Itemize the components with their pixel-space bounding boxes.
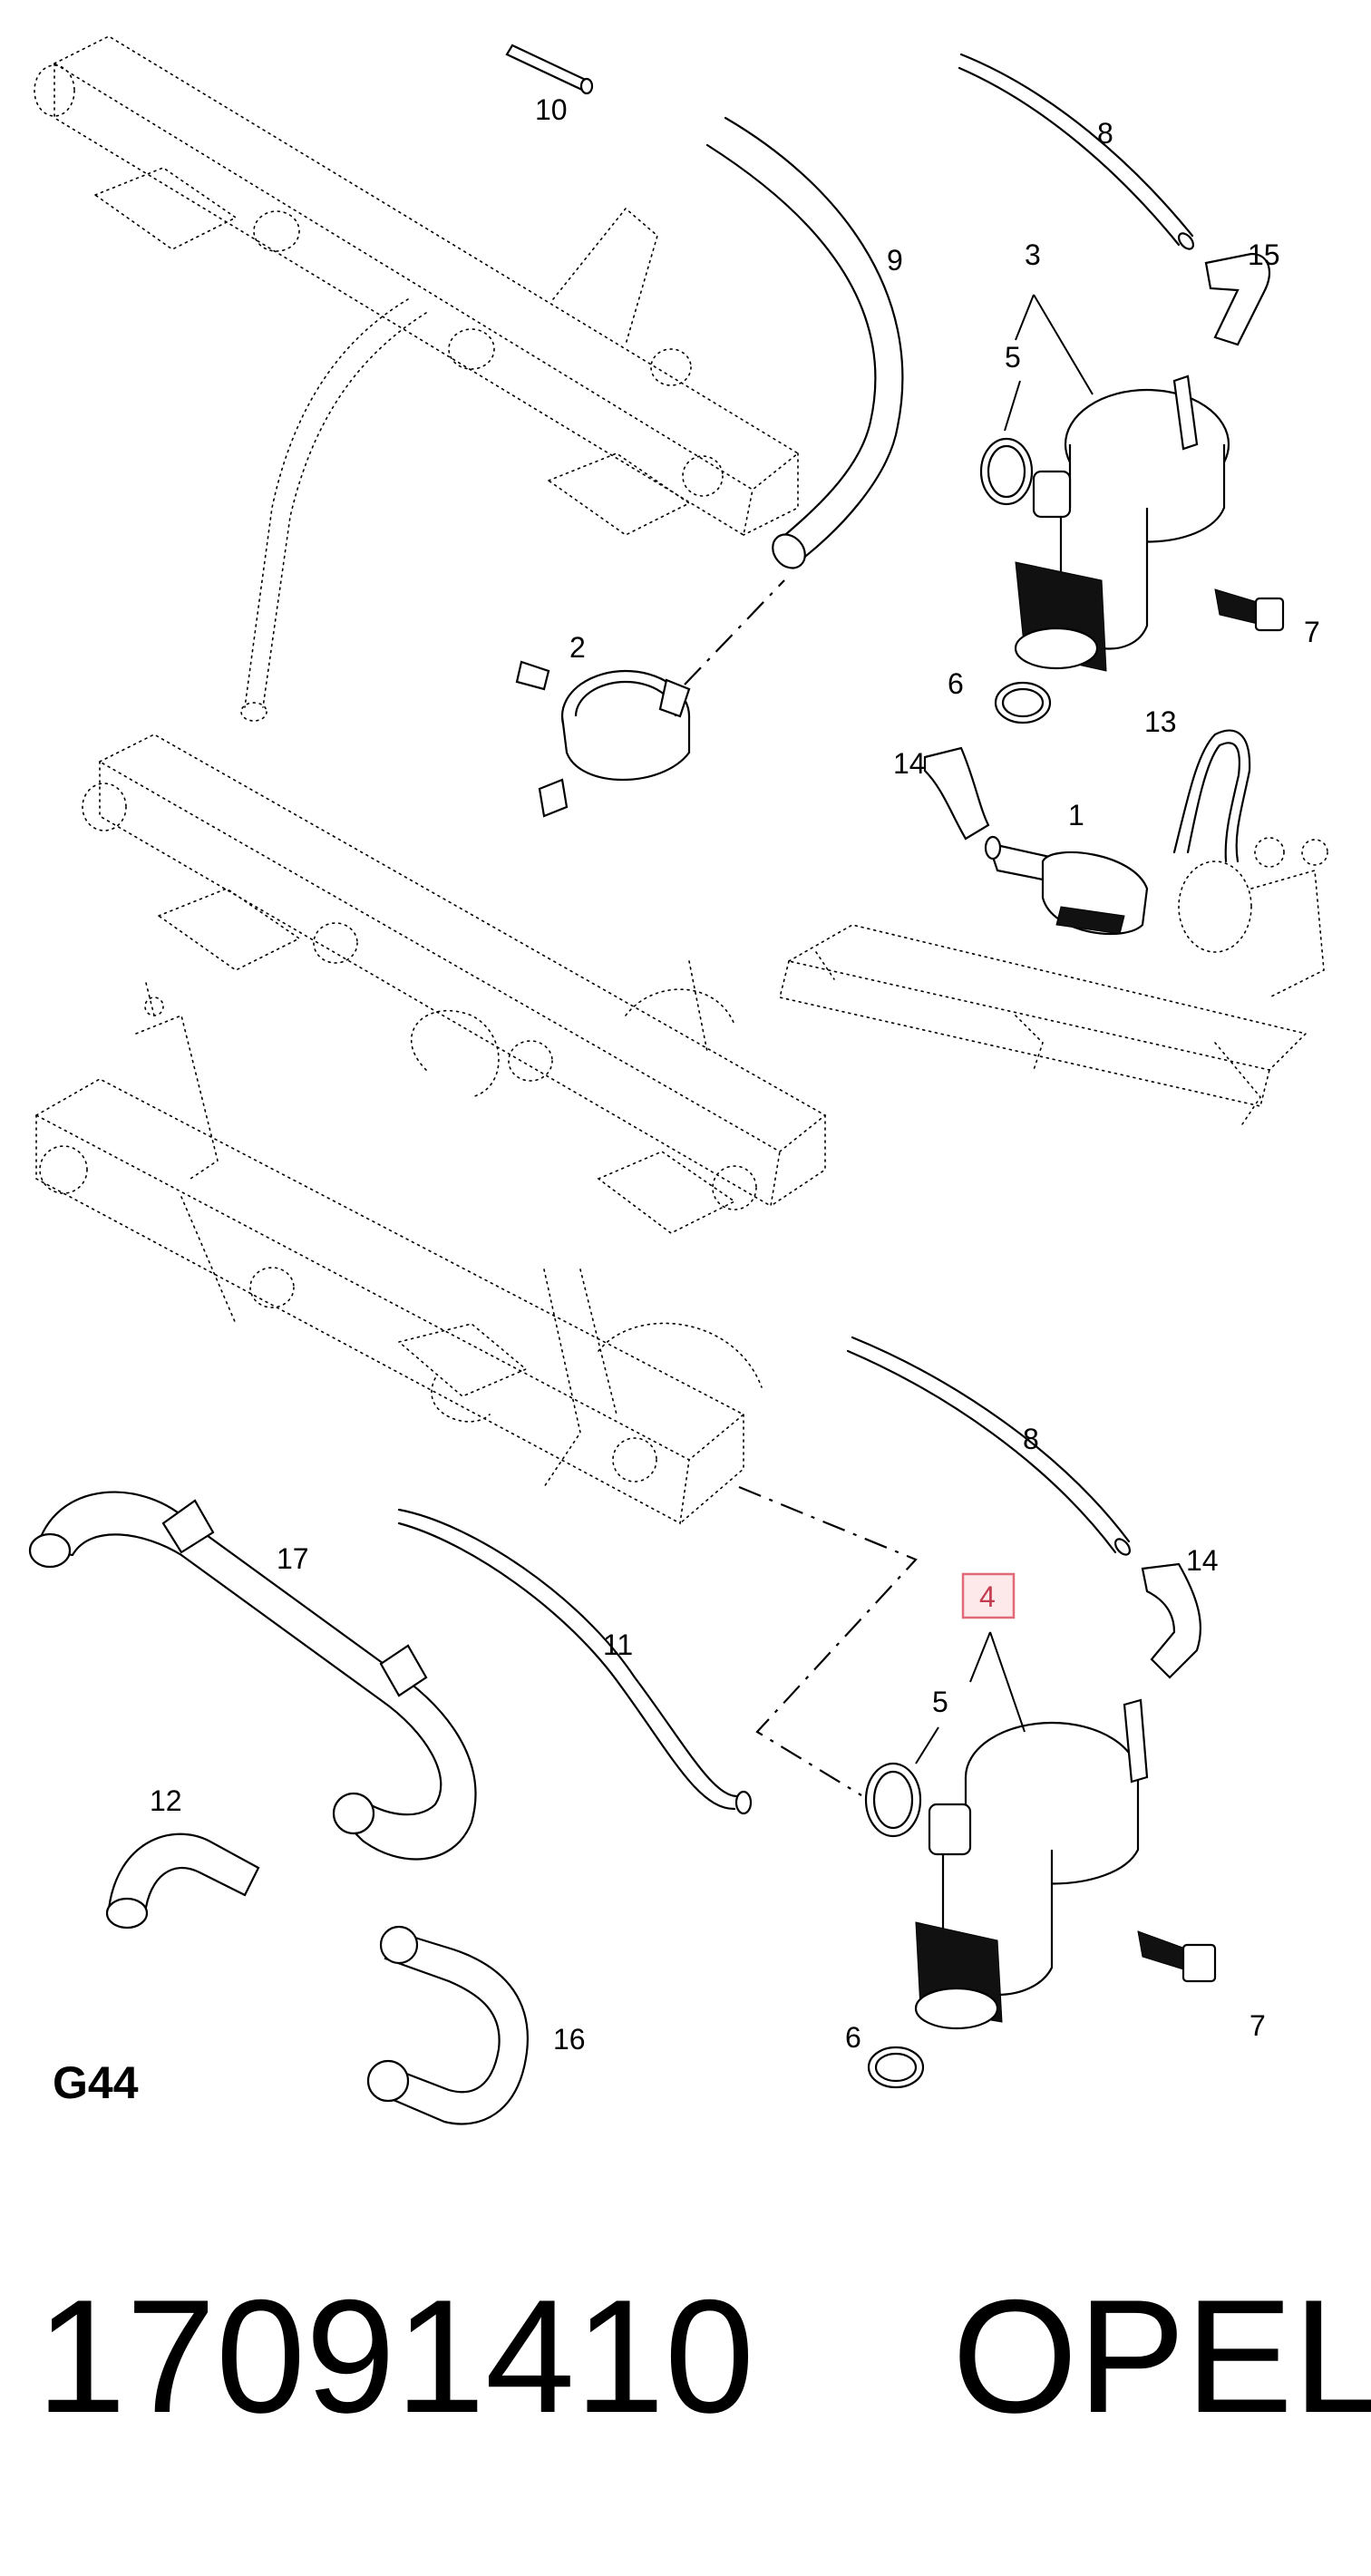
callout-6-lower: 6 — [845, 2021, 861, 2054]
pipe-part-16 — [366, 1925, 529, 2125]
fuel-rail-middle — [82, 734, 827, 1234]
regulator-part-2 — [515, 660, 691, 818]
bolt-part-7-lower — [1137, 1930, 1217, 1983]
oring-part-6-lower — [867, 2046, 925, 2089]
oring-part-6-top — [994, 681, 1052, 724]
callout-2: 2 — [569, 631, 586, 664]
callout-14-lower: 14 — [1186, 1544, 1219, 1577]
callout-4-highlighted: 4 — [961, 1572, 1016, 1619]
hose-part-17 — [28, 1491, 477, 1861]
callout-13: 13 — [1144, 705, 1177, 738]
leader-lines — [915, 294, 1094, 1764]
callout-12: 12 — [150, 1784, 182, 1817]
dash-line-lower — [738, 1485, 918, 1796]
callout-1: 1 — [1068, 799, 1084, 831]
pressure-regulator-part-3 — [1014, 374, 1230, 672]
callout-7-lower: 7 — [1249, 2009, 1266, 2042]
fuel-rail-right — [779, 837, 1328, 1125]
elbow-part-14-lower — [1141, 1562, 1202, 1679]
parts-diagram: 10 8 9 3 15 5 7 2 6 13 14 1 8 17 14 11 5… — [28, 35, 1328, 2125]
callout-8-top: 8 — [1097, 117, 1113, 150]
callout-14-top: 14 — [893, 747, 926, 780]
clip-part-13 — [1172, 729, 1251, 863]
pin-part-10 — [505, 44, 594, 95]
injector-part-1 — [984, 835, 1149, 936]
callouts: 10 8 9 3 15 5 7 2 6 13 14 1 8 17 14 11 5… — [150, 93, 1320, 2056]
hose-part-8-lower — [846, 1336, 1132, 1556]
hose-part-8-top — [958, 53, 1195, 250]
brand-name: OPEL — [952, 2266, 1371, 2446]
elbow-part-12 — [105, 1832, 260, 1930]
callout-10: 10 — [535, 93, 568, 126]
hose-part-9 — [705, 116, 904, 569]
callout-8-lower: 8 — [1023, 1423, 1039, 1455]
elbow-part-14-top — [923, 746, 990, 841]
fuel-rail-lower — [34, 978, 763, 1525]
footer: 17091410 OPEL — [36, 2266, 1371, 2457]
hose-part-11 — [397, 1508, 753, 1815]
callout-15: 15 — [1248, 238, 1280, 271]
callout-5-top: 5 — [1005, 341, 1021, 374]
callout-6-top: 6 — [948, 667, 964, 700]
callout-17: 17 — [277, 1542, 309, 1575]
callout-9: 9 — [887, 244, 903, 277]
elbow-part-15 — [1204, 252, 1271, 346]
part-number: 17091410 — [36, 2266, 754, 2446]
callout-3: 3 — [1025, 238, 1041, 271]
fuel-rail-top — [34, 35, 800, 722]
pressure-regulator-part-4 — [914, 1698, 1149, 2030]
callout-11: 11 — [603, 1628, 633, 1661]
oring-part-5-lower — [864, 1762, 922, 1838]
bolt-part-7-top — [1214, 588, 1285, 632]
callout-5-lower: 5 — [932, 1686, 948, 1718]
group-code-label: G44 — [53, 2057, 139, 2108]
callout-7-top: 7 — [1304, 616, 1320, 648]
callout-4: 4 — [979, 1580, 996, 1613]
callout-16: 16 — [553, 2023, 586, 2056]
dash-line-top — [684, 579, 785, 685]
oring-part-5-top — [979, 437, 1034, 506]
